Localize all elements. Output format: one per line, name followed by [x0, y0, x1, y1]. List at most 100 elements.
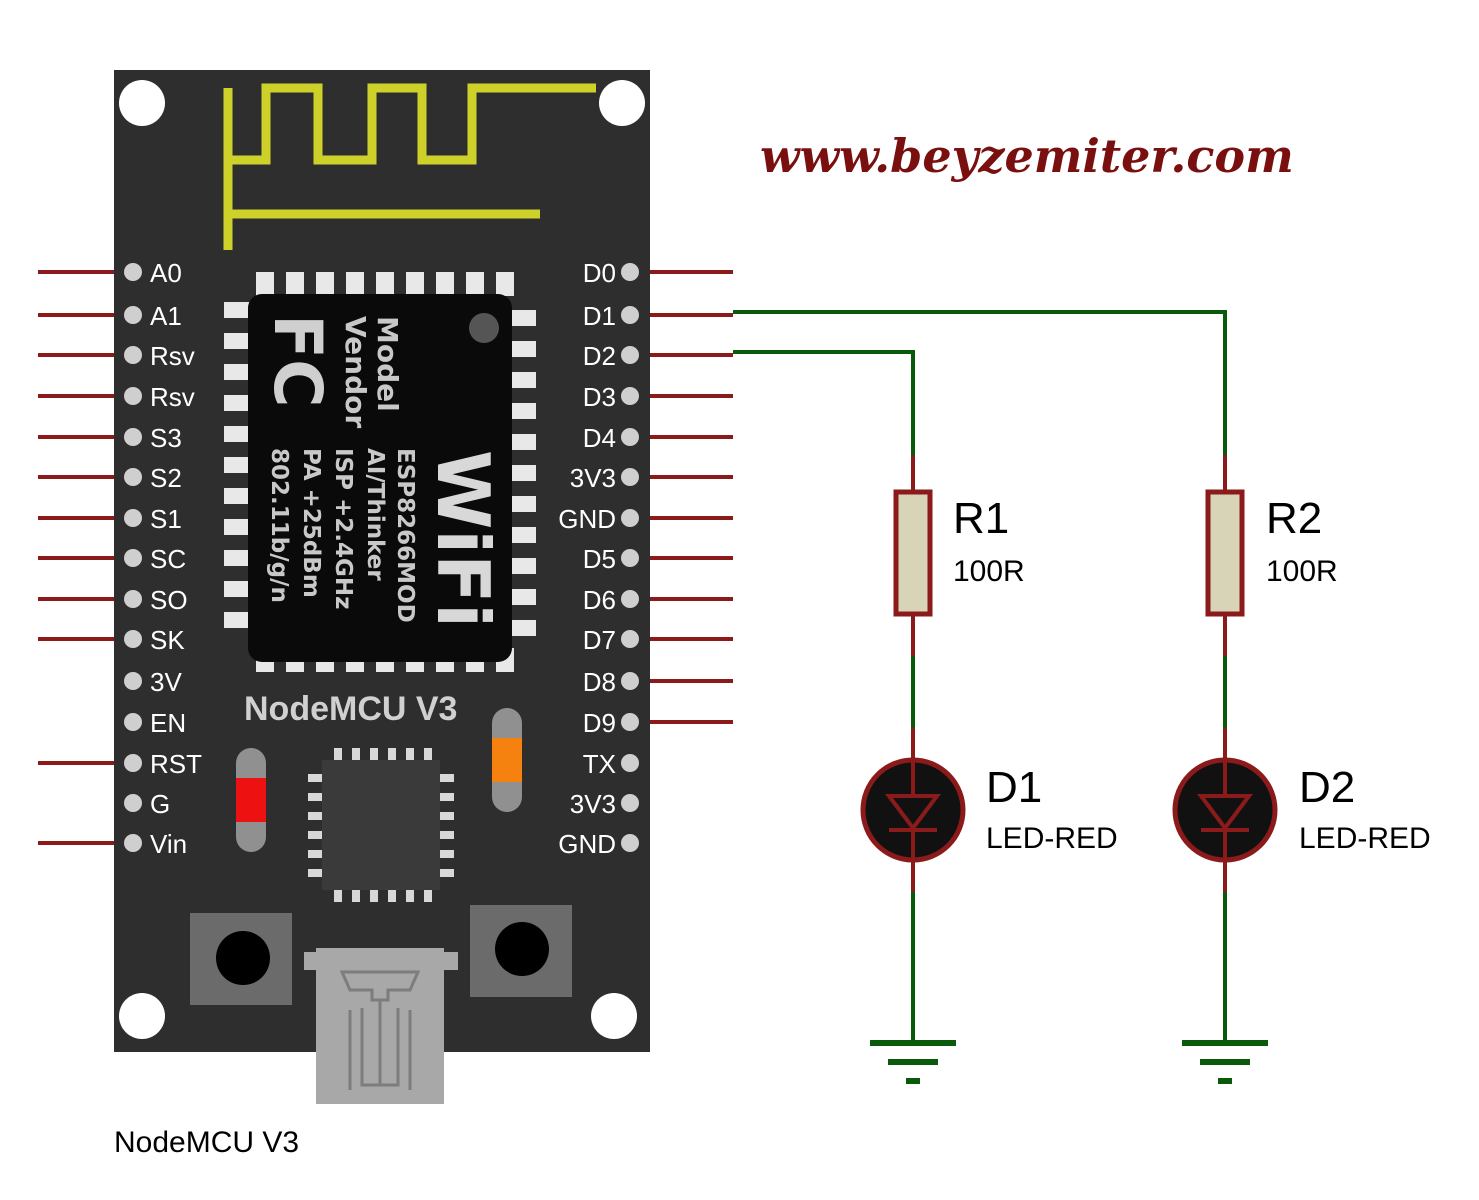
pin-hole: [621, 834, 639, 852]
pin-hole: [621, 263, 639, 281]
resistor-r1: [893, 489, 933, 617]
module-pad: [510, 527, 536, 543]
chip-pad: [370, 748, 378, 766]
pin-hole: [621, 630, 639, 648]
pin-hole: [124, 549, 142, 567]
chip-pad: [424, 884, 432, 902]
right-pin-label: D5: [583, 544, 616, 574]
right-pin-label: D1: [583, 301, 616, 331]
component-leads: [911, 455, 1227, 892]
usb-serial-chip: [308, 748, 454, 902]
chip-pad: [308, 850, 326, 858]
module-pad: [224, 550, 250, 566]
pin-hole: [124, 834, 142, 852]
module-pad: [224, 612, 250, 628]
pin-hole: [621, 509, 639, 527]
pin-hole: [621, 590, 639, 608]
module-pad: [224, 302, 250, 318]
module-pad: [510, 434, 536, 450]
left-pin-label: EN: [150, 708, 186, 738]
module-logo: FC: [259, 314, 336, 408]
mount-hole: [599, 80, 645, 126]
module-wifi: WiFi: [421, 450, 505, 628]
chip-pad: [436, 812, 454, 820]
chip-pad: [308, 793, 326, 801]
led-d2: [1172, 757, 1278, 863]
reset-button[interactable]: [190, 913, 292, 1005]
module-pad: [496, 272, 514, 296]
module-pad: [510, 496, 536, 512]
d2-ref: D2: [1299, 763, 1355, 812]
r2-value: 100R: [1266, 555, 1338, 588]
pin-hole: [621, 306, 639, 324]
mount-hole: [119, 993, 165, 1039]
chip-pad: [436, 774, 454, 782]
module-pad: [224, 488, 250, 504]
right-pin-label: D8: [583, 667, 616, 697]
chip-pad: [308, 812, 326, 820]
right-pin-label: 3V3: [570, 789, 616, 819]
left-pin-label: Vin: [150, 829, 187, 859]
left-pin-label: SO: [150, 585, 188, 615]
pin-hole: [124, 263, 142, 281]
pin-hole: [621, 672, 639, 690]
mount-hole: [591, 993, 637, 1039]
pin-hole: [124, 754, 142, 772]
right-pin-label: 3V3: [570, 463, 616, 493]
led-d1: [860, 757, 966, 863]
pin-hole: [124, 590, 142, 608]
red-status-led: [236, 748, 266, 852]
module-pad: [510, 372, 536, 388]
chip-pad: [436, 831, 454, 839]
module-spec5: 802.11b/g/n: [266, 448, 292, 603]
flash-button[interactable]: [470, 905, 572, 997]
module-model: Model: [371, 316, 404, 412]
d2-value: LED-RED: [1299, 822, 1431, 855]
left-pin-label: S3: [150, 423, 182, 453]
right-pin-label: D7: [583, 625, 616, 655]
module-pad: [224, 581, 250, 597]
pin-hole: [621, 468, 639, 486]
right-pin-label: GND: [558, 504, 616, 534]
d1-value: LED-RED: [986, 822, 1118, 855]
chip-pad: [334, 748, 342, 766]
d1-ref: D1: [986, 763, 1042, 812]
right-pin-label: D4: [583, 423, 616, 453]
module-pad: [406, 272, 424, 296]
chip-pad: [388, 748, 396, 766]
right-pin-label: D9: [583, 708, 616, 738]
chip-pad: [308, 869, 326, 877]
right-pin-label: D2: [583, 341, 616, 371]
module-pad: [286, 272, 304, 296]
chip-pad: [308, 774, 326, 782]
pin-hole: [124, 630, 142, 648]
ground-symbol-2: [1182, 1040, 1268, 1084]
left-pin-label: S1: [150, 504, 182, 534]
r1-ref: R1: [953, 494, 1009, 543]
pin-hole: [124, 509, 142, 527]
orange-status-led: [492, 708, 522, 812]
module-pad: [224, 519, 250, 535]
module-pad: [510, 341, 536, 357]
left-pin-label: S2: [150, 463, 182, 493]
left-pin-label: 3V: [150, 667, 182, 697]
left-pin-label: RST: [150, 749, 202, 779]
module-spec3: ISP +2.4GHz: [330, 448, 356, 610]
left-pin-label: Rsv: [150, 382, 195, 412]
left-pin-label: A0: [150, 258, 182, 288]
pin-hole: [621, 549, 639, 567]
module-pad: [436, 272, 454, 296]
antenna-trace: [223, 83, 596, 250]
module-pad: [510, 403, 536, 419]
chip-pad: [308, 831, 326, 839]
left-pin-label: Rsv: [150, 341, 195, 371]
module-pad: [224, 395, 250, 411]
pin-hole: [124, 346, 142, 364]
pin-hole: [621, 713, 639, 731]
pin-hole: [621, 794, 639, 812]
left-pin-label: A1: [150, 301, 182, 331]
chip-pad: [334, 884, 342, 902]
right-pin-label: GND: [558, 829, 616, 859]
right-pin-label: D6: [583, 585, 616, 615]
